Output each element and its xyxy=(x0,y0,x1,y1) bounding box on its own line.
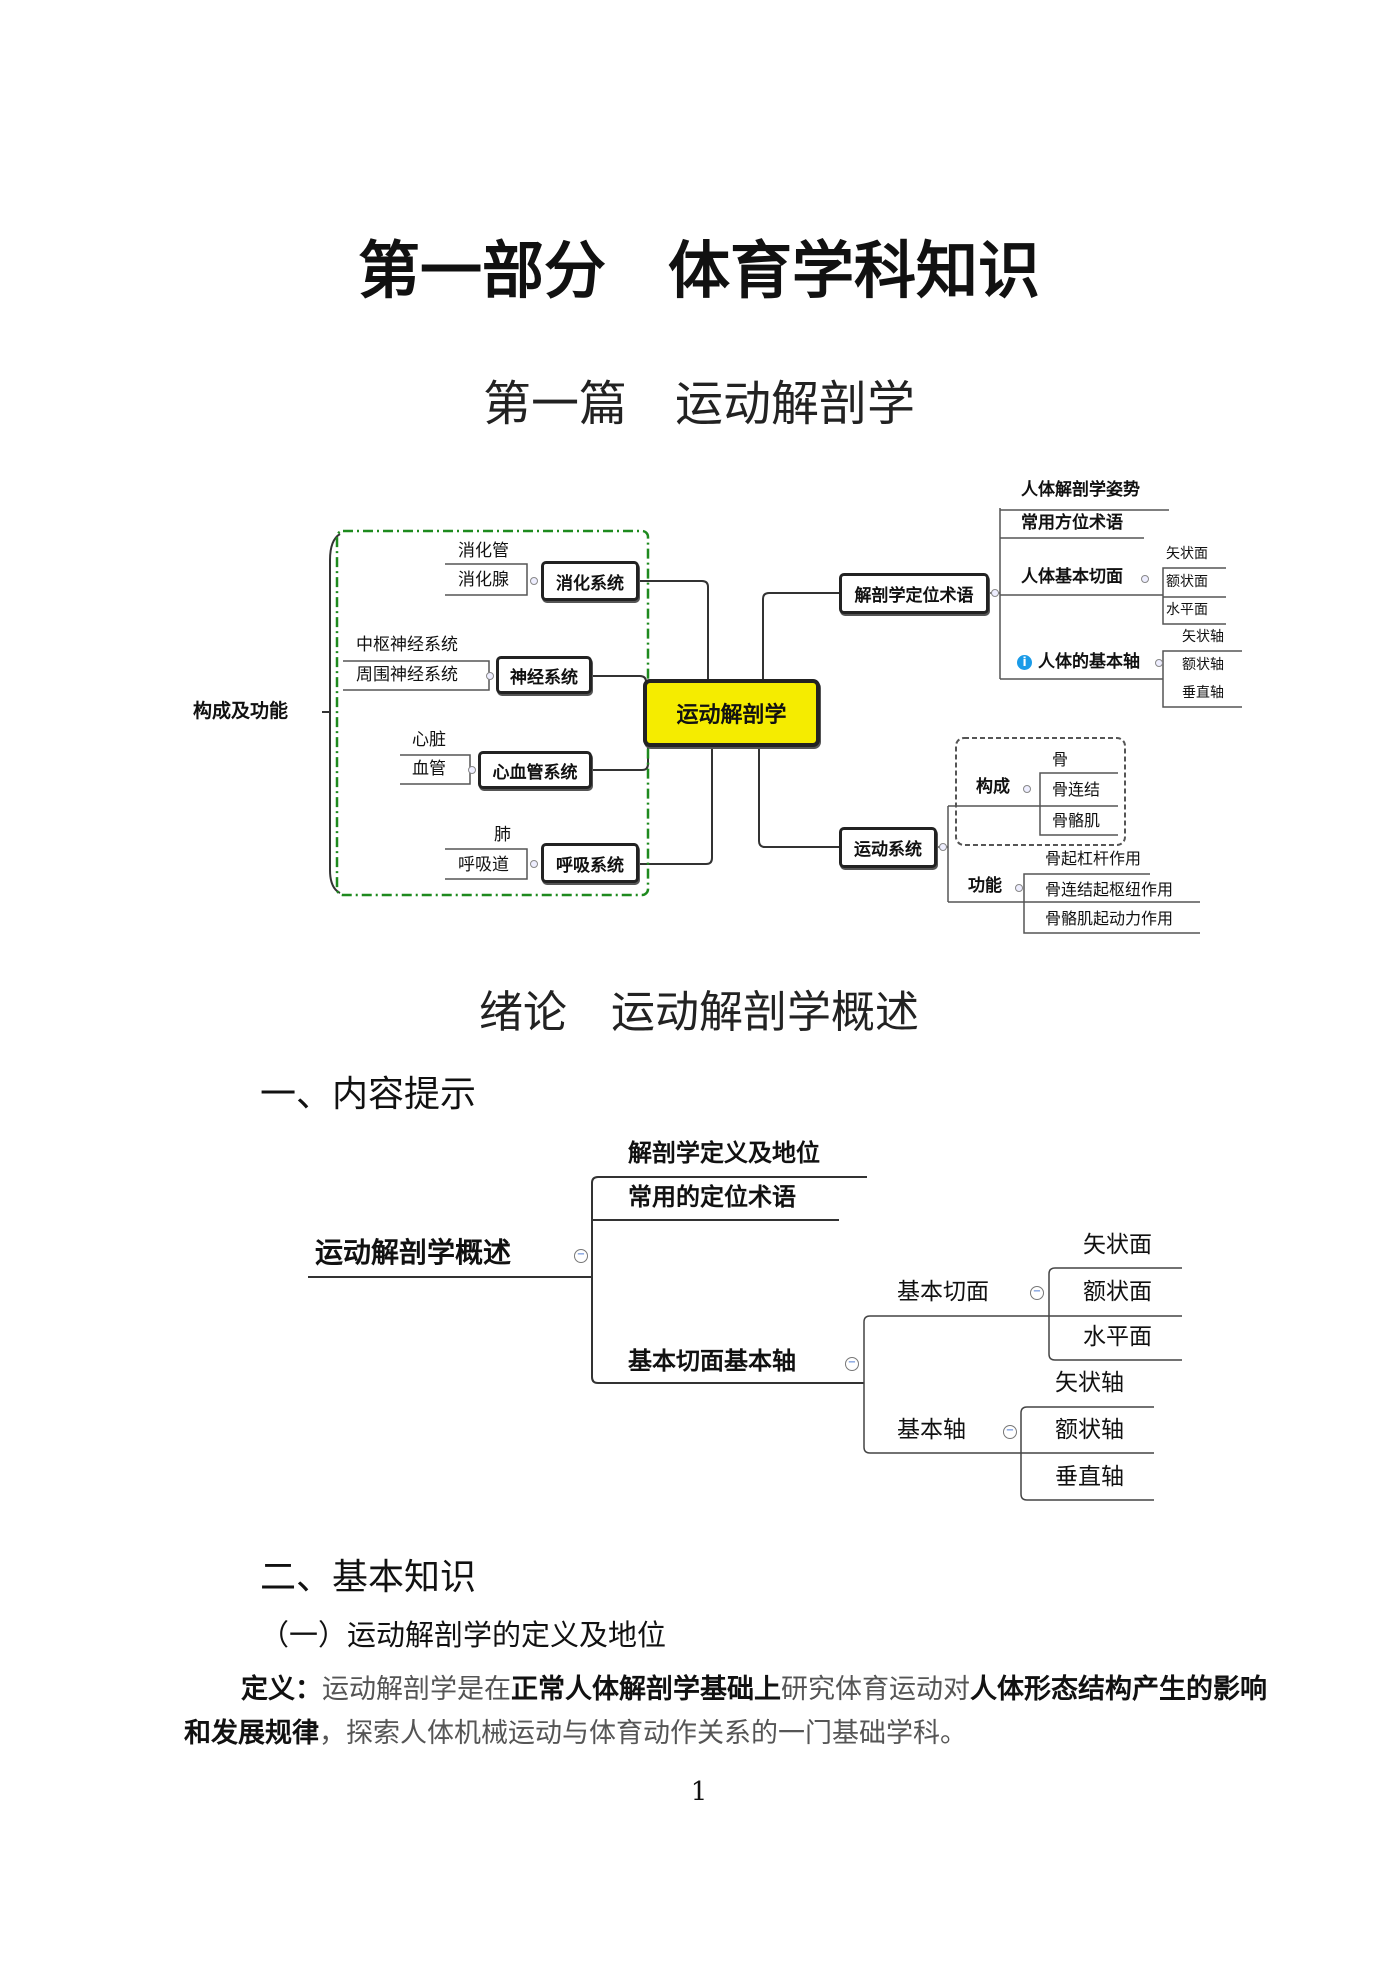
collapse-dot-icon[interactable] xyxy=(1023,785,1031,793)
collapse-icon[interactable]: − xyxy=(845,1357,859,1371)
node-planes-axes[interactable]: 基本切面基本轴 xyxy=(628,1346,796,1375)
node-frontal-axis[interactable]: 额状轴 xyxy=(1182,657,1224,673)
node-central-nervous[interactable]: 中枢神经系统 xyxy=(356,635,458,655)
node-basic-planes[interactable]: 人体基本切面 xyxy=(1021,567,1123,587)
intro-title: 绪论 运动解剖学概述 xyxy=(479,987,919,1038)
info-icon[interactable]: i xyxy=(1017,655,1032,670)
node-horizontal-plane[interactable]: 水平面 xyxy=(1083,1324,1152,1350)
text-span: ，探索人体机械运动与体育动作关系的一门基础学科。 xyxy=(319,1718,967,1749)
node-heart[interactable]: 心脏 xyxy=(412,730,446,750)
node-sagittal-axis[interactable]: 矢状轴 xyxy=(1055,1370,1124,1396)
central-node[interactable]: 运动解剖学 xyxy=(643,679,820,747)
node-joint[interactable]: 骨连结 xyxy=(1052,780,1101,799)
node-skeletal-muscle[interactable]: 骨骼肌 xyxy=(1052,811,1101,830)
part-title: 第一部分 体育学科知识 xyxy=(357,234,1040,307)
node-position-terms[interactable]: 常用的定位术语 xyxy=(628,1182,796,1211)
node-vertical-axis[interactable]: 垂直轴 xyxy=(1055,1464,1124,1490)
collapse-dot-icon[interactable] xyxy=(939,843,947,851)
subsection-definition: （一）运动解剖学的定义及地位 xyxy=(260,1618,667,1652)
node-sagittal-plane[interactable]: 矢状面 xyxy=(1083,1232,1152,1258)
node-direction-terms[interactable]: 常用方位术语 xyxy=(1021,513,1123,533)
node-frontal-plane[interactable]: 额状面 xyxy=(1166,574,1208,590)
collapse-icon[interactable]: − xyxy=(1003,1425,1017,1439)
node-frontal-plane[interactable]: 额状面 xyxy=(1083,1279,1152,1305)
node-digestive-system[interactable]: 消化系统 xyxy=(541,561,639,601)
collapse-icon[interactable]: − xyxy=(1030,1286,1044,1300)
node-basic-plane[interactable]: 基本切面 xyxy=(897,1279,989,1305)
composition-function-label: 构成及功能 xyxy=(193,700,289,722)
node-lung[interactable]: 肺 xyxy=(494,825,511,845)
node-function-2[interactable]: 骨连结起枢纽作用 xyxy=(1045,880,1174,899)
collapse-dot-icon[interactable] xyxy=(486,672,494,680)
page-number: 1 xyxy=(690,1777,708,1807)
section-content-hints: 一、内容提示 xyxy=(260,1074,477,1115)
definition-paragraph: 定义：运动解剖学是在正常人体解剖学基础上研究体育运动对人体形态结构产生的影响和发… xyxy=(184,1668,1274,1756)
node-blood-vessel[interactable]: 血管 xyxy=(412,759,446,779)
node-composition[interactable]: 构成 xyxy=(976,777,1010,797)
node-vertical-axis[interactable]: 垂直轴 xyxy=(1182,685,1224,701)
node-basic-axes[interactable]: 人体的基本轴 xyxy=(1038,652,1140,672)
chapter-title: 第一篇 运动解剖学 xyxy=(482,376,915,432)
collapse-dot-icon[interactable] xyxy=(530,577,538,585)
node-nervous-system[interactable]: 神经系统 xyxy=(496,656,592,694)
node-airway[interactable]: 呼吸道 xyxy=(458,855,509,875)
node-frontal-axis[interactable]: 额状轴 xyxy=(1055,1417,1124,1443)
collapse-dot-icon[interactable] xyxy=(468,766,476,774)
collapse-dot-icon[interactable] xyxy=(991,589,999,597)
collapse-dot-icon[interactable] xyxy=(1141,575,1149,583)
node-sagittal-axis[interactable]: 矢状轴 xyxy=(1182,629,1224,645)
node-definition-status[interactable]: 解剖学定义及地位 xyxy=(628,1138,820,1167)
collapse-dot-icon[interactable] xyxy=(530,860,538,868)
text-span: 研究体育运动对 xyxy=(781,1674,970,1705)
node-horizontal-plane[interactable]: 水平面 xyxy=(1166,602,1208,618)
overview-root-node[interactable]: 运动解剖学概述 xyxy=(315,1236,512,1269)
node-digestive-tract[interactable]: 消化管 xyxy=(458,541,509,561)
definition-label: 定义： xyxy=(241,1674,322,1705)
collapse-dot-icon[interactable] xyxy=(1155,659,1163,667)
text-span: 运动解剖学是在 xyxy=(322,1674,511,1705)
collapse-dot-icon[interactable] xyxy=(1015,884,1023,892)
node-function[interactable]: 功能 xyxy=(968,876,1002,896)
collapse-icon[interactable]: − xyxy=(574,1249,588,1263)
node-function-3[interactable]: 骨骼肌起动力作用 xyxy=(1045,909,1174,928)
emphasis-span: 人体形态结构产生的影响和发展规律 xyxy=(184,1674,1267,1749)
node-peripheral-nervous[interactable]: 周围神经系统 xyxy=(356,665,458,685)
emphasis-span: 正常人体解剖学基础上 xyxy=(511,1674,781,1705)
node-motor-system[interactable]: 运动系统 xyxy=(839,827,937,868)
node-sagittal-plane[interactable]: 矢状面 xyxy=(1166,546,1208,562)
node-cardiovascular-system[interactable]: 心血管系统 xyxy=(478,751,592,789)
node-respiratory-system[interactable]: 呼吸系统 xyxy=(541,843,639,883)
node-bone[interactable]: 骨 xyxy=(1052,750,1069,769)
node-anatomical-terms[interactable]: 解剖学定位术语 xyxy=(839,573,989,614)
section-basic-knowledge: 二、基本知识 xyxy=(260,1557,477,1598)
node-anatomical-position[interactable]: 人体解剖学姿势 xyxy=(1021,480,1140,500)
node-digestive-gland[interactable]: 消化腺 xyxy=(458,570,509,590)
node-function-1[interactable]: 骨起杠杆作用 xyxy=(1045,849,1142,868)
node-basic-axis[interactable]: 基本轴 xyxy=(897,1417,966,1443)
